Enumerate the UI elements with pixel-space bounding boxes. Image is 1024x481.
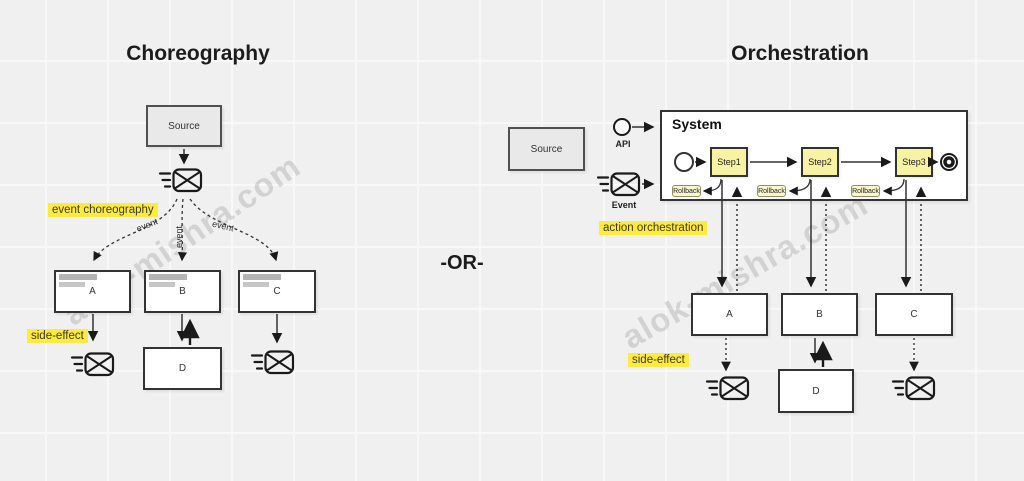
choreography-source-box: Source (146, 105, 222, 147)
step1-label: Step1 (717, 157, 741, 167)
api-circle-icon (613, 118, 631, 136)
message-icon (596, 172, 641, 197)
api-label: API (615, 139, 631, 149)
rollback-label: Rollback (852, 187, 879, 195)
action-orchestration-tag: action orchestration (599, 221, 708, 235)
skeleton-bar (243, 282, 269, 287)
system-title: System (672, 116, 722, 132)
watermark-right: alok-mishra.com (615, 185, 875, 356)
step2-label: Step2 (808, 157, 832, 167)
event-arrow-label-b: event (174, 225, 185, 249)
side-effect-tag-left: side-effect (27, 329, 88, 343)
service-d-label: D (812, 385, 820, 397)
choreography-service-d: D (143, 347, 222, 390)
step2-box: Step2 (801, 147, 839, 177)
orchestration-side-effect-arrows (721, 338, 919, 372)
choreography-service-c: C (238, 270, 316, 313)
orchestration-service-b: B (781, 293, 858, 336)
orchestration-service-a: A (691, 293, 768, 336)
rollback-badge-2: Rollback (757, 185, 786, 197)
event-choreography-tag: event choreography (48, 203, 158, 217)
service-c-label: C (910, 309, 918, 320)
orchestration-service-c: C (875, 293, 953, 336)
service-a-label: A (726, 309, 733, 320)
skeleton-bar (149, 274, 187, 280)
orchestration-title: Orchestration (731, 42, 869, 65)
event-arrow-label-a: event (134, 216, 160, 234)
step3-label: Step3 (902, 157, 926, 167)
orchestration-service-d: D (778, 369, 854, 413)
service-b-label: B (179, 286, 186, 297)
choreography-source-label: Source (168, 120, 200, 132)
service-c-label: C (273, 286, 281, 297)
skeleton-bar (59, 274, 97, 280)
choreography-side-effect-arrows (87, 314, 283, 344)
service-b-label: B (816, 309, 823, 320)
orchestration-source-box: Source (508, 127, 585, 171)
choreography-service-b: B (144, 270, 221, 313)
step1-box: Step1 (710, 147, 748, 177)
skeleton-bar (59, 282, 85, 287)
or-divider: -OR- (440, 252, 484, 274)
skeleton-bar (149, 282, 175, 287)
choreography-service-a: A (54, 270, 131, 313)
orchestration-source-label: Source (530, 143, 563, 155)
service-d-label: D (178, 363, 187, 374)
message-icon (891, 376, 936, 401)
rollback-label: Rollback (758, 187, 785, 195)
message-icon (250, 350, 295, 375)
side-effect-tag-right: side-effect (628, 353, 689, 367)
message-icon (705, 376, 750, 401)
event-label: Event (611, 200, 637, 210)
choreography-title: Choreography (126, 42, 270, 65)
rollback-badge-1: Rollback (672, 185, 701, 197)
service-a-label: A (89, 286, 96, 297)
rollback-label: Rollback (673, 187, 700, 195)
message-icon (158, 168, 203, 193)
skeleton-bar (243, 274, 281, 280)
message-icon (70, 352, 115, 377)
rollback-badge-3: Rollback (851, 185, 880, 197)
step3-box: Step3 (895, 147, 933, 177)
